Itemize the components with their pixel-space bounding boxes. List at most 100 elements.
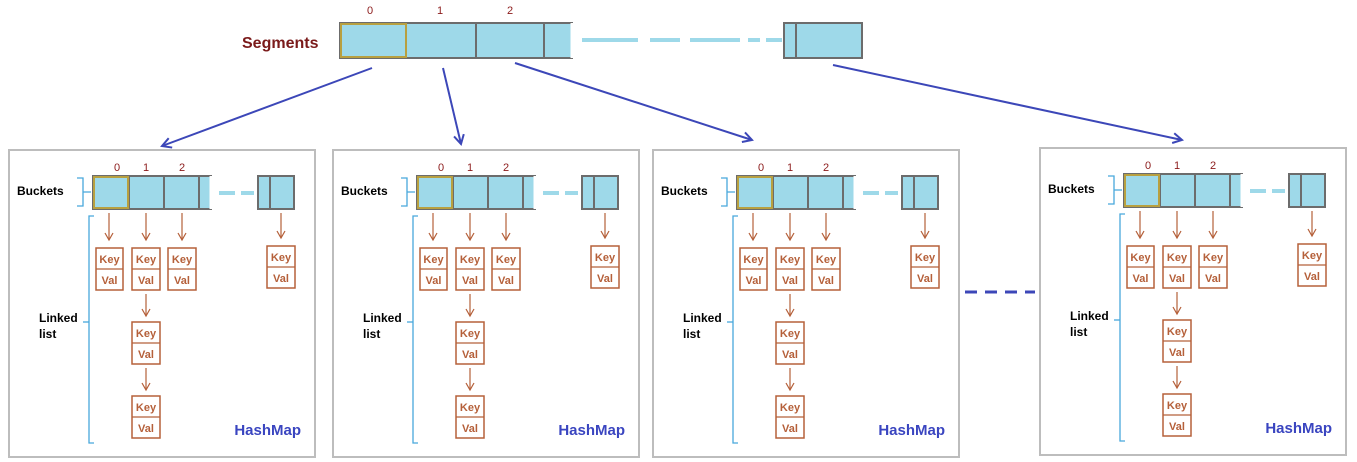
val-label: Val	[782, 423, 798, 435]
key-label: Key	[423, 254, 444, 266]
key-label: Key	[780, 402, 801, 414]
key-label: Key	[496, 254, 517, 266]
entry-node: Key Val	[167, 247, 197, 291]
val-label: Val	[597, 273, 613, 285]
key-label: Key	[816, 254, 837, 266]
entry-node: Key Val	[1162, 319, 1192, 363]
key-label: Key	[1167, 326, 1188, 338]
key-label: Key	[780, 328, 801, 340]
segment-index-2: 2	[507, 5, 513, 17]
entry-node: Key Val	[775, 247, 805, 291]
buckets-label: Buckets	[341, 184, 388, 198]
bucket-index-1: 1	[1174, 160, 1180, 172]
bucket-index-0: 0	[758, 162, 764, 174]
entry-node: Key Val	[1162, 245, 1192, 289]
segment-pointers	[162, 62, 1182, 146]
entry-node: Key Val	[266, 245, 296, 289]
key-label: Key	[99, 254, 120, 266]
entry-node: Key Val	[739, 247, 768, 291]
val-label: Val	[1133, 273, 1149, 285]
hashmap-panel-4: Buckets 0 1 2 Linked list Key Val	[1039, 147, 1347, 456]
entry-node: Key Val	[455, 247, 485, 291]
key-label: Key	[136, 254, 157, 266]
hashmap-title: HashMap	[1265, 420, 1332, 437]
segment-2-arrow	[514, 62, 752, 140]
bucket-index-2: 2	[179, 162, 185, 174]
buckets-label: Buckets	[1048, 182, 1095, 196]
val-label: Val	[174, 275, 190, 287]
key-label: Key	[780, 254, 801, 266]
val-label: Val	[462, 423, 478, 435]
hashmap-title: HashMap	[878, 422, 945, 439]
entry-node: Key Val	[95, 247, 124, 291]
entry-node: Key Val	[455, 321, 485, 365]
val-label: Val	[1304, 271, 1320, 283]
hashmap-title: HashMap	[234, 422, 301, 439]
segment-index-1: 1	[437, 5, 443, 17]
val-label: Val	[818, 275, 834, 287]
bucket-cell-15	[901, 175, 939, 210]
entry-node: Key Val	[455, 395, 485, 439]
key-label: Key	[1302, 250, 1323, 262]
val-label: Val	[138, 423, 154, 435]
entry-node: Key Val	[590, 245, 620, 289]
key-label: Key	[1167, 400, 1188, 412]
val-label: Val	[746, 275, 762, 287]
entry-node: Key Val	[419, 247, 448, 291]
key-label: Key	[595, 252, 616, 264]
val-label: Val	[138, 275, 154, 287]
key-label: Key	[460, 328, 481, 340]
bucket-index-1: 1	[467, 162, 473, 174]
entry-node: Key Val	[910, 245, 940, 289]
buckets-label: Buckets	[17, 184, 64, 198]
segment-cell-0	[340, 23, 407, 58]
bucket-index-2: 2	[1210, 160, 1216, 172]
hashmap-panel-1: Buckets 0 1 2 Linked list Key Val	[8, 149, 316, 458]
entry-node: Key Val	[1162, 393, 1192, 437]
linked-list-label-2: list	[363, 327, 380, 341]
key-label: Key	[136, 402, 157, 414]
buckets-bar	[92, 175, 212, 210]
val-label: Val	[498, 275, 514, 287]
hashmap-title: HashMap	[558, 422, 625, 439]
segments-label: Segments	[242, 35, 319, 52]
segments-bar	[339, 22, 573, 59]
linked-list-label-1: Linked	[363, 311, 402, 325]
val-label: Val	[1205, 273, 1221, 285]
bucket-cell-0	[417, 176, 453, 209]
entry-node: Key Val	[811, 247, 841, 291]
bucket-index-0: 0	[438, 162, 444, 174]
val-label: Val	[138, 349, 154, 361]
buckets-label: Buckets	[661, 184, 708, 198]
bucket-cell-15	[257, 175, 295, 210]
entry-node: Key Val	[775, 321, 805, 365]
hashmap-panel-3: Buckets 0 1 2 Linked list Key Val	[652, 149, 960, 458]
bucket-cell-15	[581, 175, 619, 210]
entry-node: Key Val	[1297, 243, 1327, 287]
val-label: Val	[1169, 273, 1185, 285]
bucket-cell-0	[737, 176, 773, 209]
linked-list-label-1: Linked	[39, 311, 78, 325]
key-label: Key	[743, 254, 764, 266]
bucket-cell-0	[93, 176, 129, 209]
key-label: Key	[271, 252, 292, 264]
bucket-index-0: 0	[1145, 160, 1151, 172]
val-label: Val	[917, 273, 933, 285]
hashmap-panels: Buckets 0 1 2 Linked list Key Val	[8, 147, 1347, 458]
val-label: Val	[782, 275, 798, 287]
entry-node: Key Val	[1198, 245, 1228, 289]
val-label: Val	[1169, 347, 1185, 359]
entry-node: Key Val	[131, 321, 161, 365]
key-label: Key	[1203, 252, 1224, 264]
bucket-index-2: 2	[823, 162, 829, 174]
key-label: Key	[1167, 252, 1188, 264]
key-label: Key	[1130, 252, 1151, 264]
linked-list-label-2: list	[1070, 325, 1087, 339]
linked-list-label-2: list	[39, 327, 56, 341]
bucket-cell-0	[1124, 174, 1160, 207]
entry-node: Key Val	[131, 247, 161, 291]
bucket-index-0: 0	[114, 162, 120, 174]
buckets-bar	[736, 175, 856, 210]
val-label: Val	[462, 275, 478, 287]
